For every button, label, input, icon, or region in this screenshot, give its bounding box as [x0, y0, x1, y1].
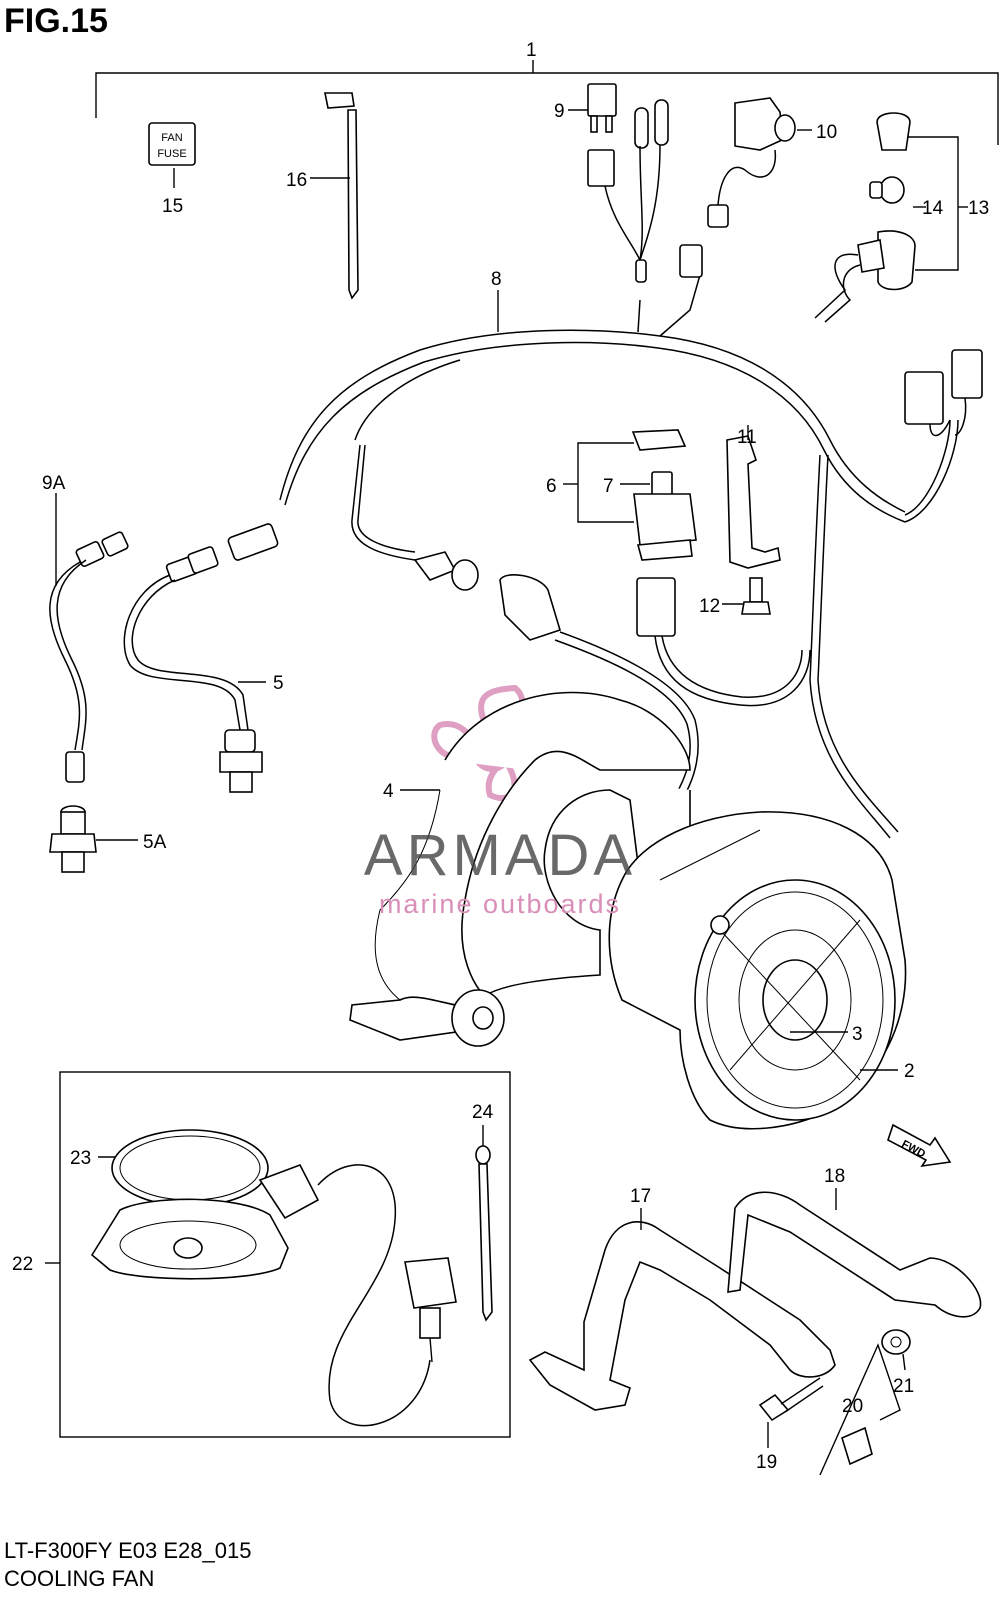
- watermark-brand: ARMADA: [364, 823, 636, 888]
- callout-17: 17: [630, 1186, 651, 1207]
- callout-22: 22: [12, 1254, 33, 1275]
- part-8-main-harness: [279, 274, 959, 839]
- callout-15: 15: [162, 196, 183, 217]
- callout-6: 6: [546, 476, 557, 497]
- part-15-fan-fuse: [148, 122, 196, 188]
- callout-10: 10: [816, 122, 837, 143]
- callout-13: 13: [968, 198, 989, 219]
- callout-1: 1: [526, 40, 537, 61]
- part-18-bracket: [727, 1188, 982, 1318]
- callout-labels: 1 2 3 4 5 5A 6 7 8 9 9A 10 11 12 13 14 1…: [12, 40, 989, 1473]
- part-17-bracket: [528, 1208, 836, 1411]
- part-2-fan-housing: [608, 811, 907, 1130]
- part-22-housing: [90, 1164, 457, 1427]
- callout-9: 9: [554, 101, 565, 122]
- callout-23: 23: [70, 1148, 91, 1169]
- part-16-cable-tie: [310, 92, 359, 300]
- fan-motor-leads: [413, 551, 699, 821]
- part-4-shroud: [349, 691, 691, 1047]
- watermark-tagline: marine outboards: [379, 889, 621, 919]
- part-23-gasket: [98, 1129, 269, 1207]
- figure-name: COOLING FAN: [4, 1566, 155, 1591]
- part-5-thermo-switch: [123, 546, 266, 793]
- callout-16: 16: [286, 170, 307, 191]
- callout-3: 3: [852, 1024, 863, 1045]
- part-19-bolt: [758, 1377, 824, 1448]
- harness-connector-left: [227, 523, 279, 561]
- part-10-sensor: [707, 97, 812, 228]
- callout-12: 12: [699, 596, 720, 617]
- callout-5: 5: [273, 673, 284, 694]
- part-21-nut: [881, 1329, 911, 1371]
- callout-18: 18: [824, 1166, 845, 1187]
- fuse-label-line1: FAN: [161, 132, 182, 144]
- part-22-kit-box: [45, 1071, 511, 1438]
- callout-2: 2: [904, 1061, 915, 1082]
- callout-8: 8: [491, 269, 502, 290]
- part-6-7-relay: [563, 429, 811, 707]
- part-9-fuse: [568, 83, 669, 333]
- part-24-cable-tie: [475, 1125, 493, 1322]
- harness-connectors-right: [679, 244, 983, 437]
- figure-code: LT-F300FY E03 E28_015: [4, 1538, 252, 1563]
- figure-title: FIG.15: [4, 2, 108, 40]
- callout-21: 21: [893, 1376, 914, 1397]
- callout-19: 19: [756, 1452, 777, 1473]
- kit-bracket: [95, 60, 999, 145]
- callout-20: 20: [842, 1396, 863, 1417]
- callout-4: 4: [383, 781, 394, 802]
- part-5a-sensor: [49, 805, 138, 873]
- callout-9a: 9A: [42, 473, 66, 494]
- callout-11: 11: [737, 427, 757, 448]
- callout-5a: 5A: [143, 832, 167, 853]
- part-13-14-socket: [814, 112, 968, 323]
- callout-24: 24: [472, 1102, 494, 1123]
- part-20-collar: [819, 1343, 901, 1476]
- fuse-label-line2: FUSE: [157, 148, 186, 160]
- callout-7: 7: [603, 476, 614, 497]
- callout-14: 14: [922, 198, 944, 219]
- part-9a-harness: [49, 493, 129, 783]
- fwd-arrow-icon: [887, 1123, 952, 1168]
- part-12-bolt: [722, 577, 771, 615]
- part-11-bracket: [726, 425, 781, 569]
